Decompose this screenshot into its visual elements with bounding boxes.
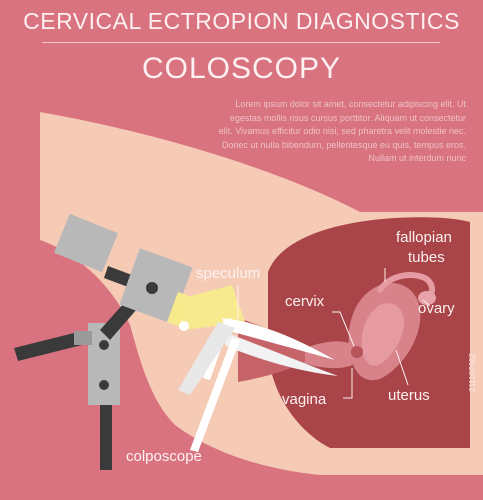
speculum-upper-blade (222, 318, 335, 360)
leader-lines (237, 268, 431, 399)
label-speculum: speculum (196, 265, 260, 282)
colposcope-lens-knob (146, 282, 158, 294)
speculum-handle-2 (190, 338, 240, 452)
speculum-lower-blade (224, 332, 338, 376)
fallopian-tube (377, 272, 436, 299)
stock-id: 211107682 (468, 353, 477, 392)
leader-uterus (395, 349, 409, 386)
title-divider (42, 42, 440, 43)
label-vagina: vagina (282, 391, 327, 408)
label-fallopian: fallopian (396, 229, 452, 246)
leader-ovary (422, 299, 431, 307)
colposcope-knob-1 (99, 340, 109, 350)
label-tubes: tubes (408, 249, 445, 266)
leader-vagina (343, 368, 353, 399)
leader-cervix (332, 311, 355, 347)
description-text: Lorem ipsum dolor sit amet, consectetur … (218, 99, 466, 163)
label-colposcope: colposcope (126, 448, 202, 465)
colposcope-handle-joint (74, 331, 92, 345)
colposcope-lens-ring (179, 321, 189, 331)
cervix-shape (300, 341, 358, 369)
uterus-inner (361, 303, 405, 366)
colposcope-base (88, 323, 120, 405)
speculum-arm (178, 322, 235, 395)
page-title: CERVICAL ECTROPION DIAGNOSTICS (23, 8, 460, 34)
colposcope-lens (167, 291, 195, 329)
colposcope-knob-2 (99, 380, 109, 390)
ovary-shape (418, 291, 436, 305)
cervix-os (351, 346, 363, 358)
label-ovary: ovary (418, 300, 455, 317)
page-subtitle: COLOSCOPY (141, 52, 342, 85)
colposcope-top-box (54, 213, 118, 273)
label-cervix: cervix (285, 293, 325, 310)
colposcope-handle (14, 332, 82, 361)
label-uterus: uterus (388, 387, 430, 404)
